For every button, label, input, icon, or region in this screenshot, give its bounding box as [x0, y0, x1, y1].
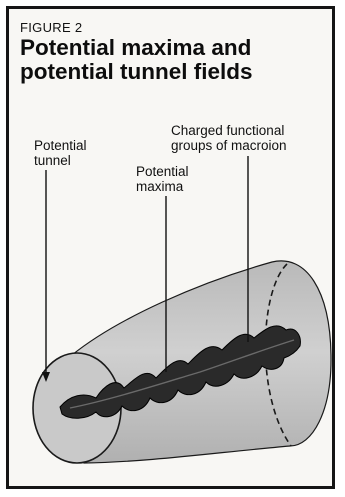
macroion-diagram	[0, 0, 345, 497]
